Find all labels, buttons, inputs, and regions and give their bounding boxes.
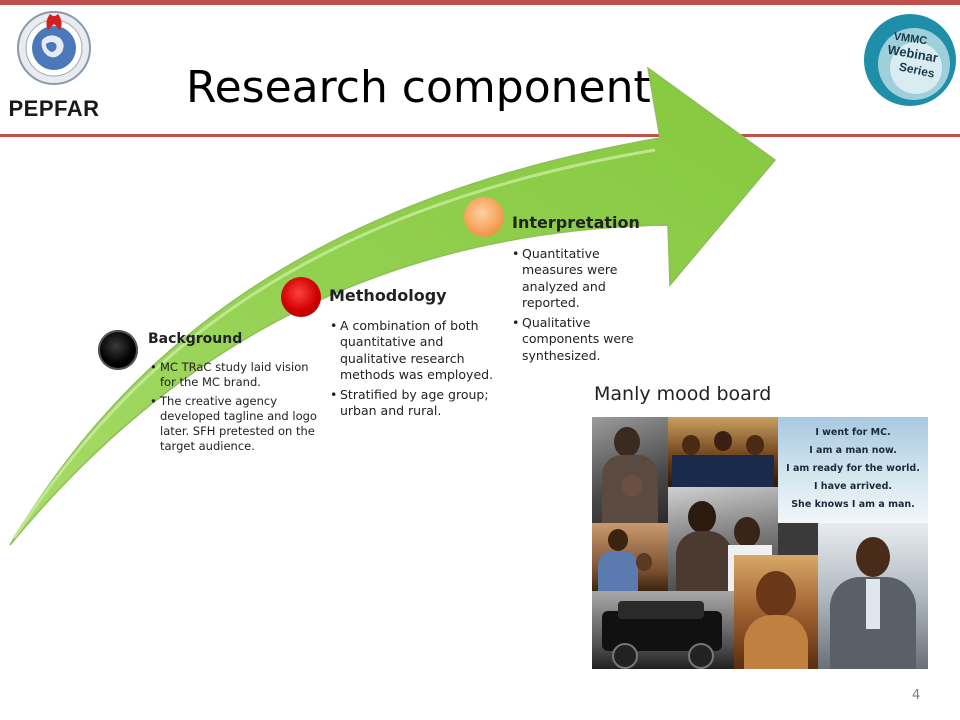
mood-line-2: I am a man now.	[809, 445, 897, 456]
pepfar-emblem-icon	[17, 11, 91, 85]
mood-line-5: She knows I am a man.	[791, 499, 915, 510]
vmmc-webinar-series-logo: VMMC Webinar Series	[864, 14, 956, 106]
interpretation-bullets: Quantitative measures were analyzed and …	[512, 246, 652, 368]
mood-photo-suv	[592, 591, 734, 669]
title-underline-rule	[0, 134, 960, 137]
interpretation-step-marker	[464, 197, 504, 237]
slide-title: Research component	[186, 62, 651, 113]
mood-photo-businessman	[818, 523, 928, 669]
mood-board-lines: I went for MC. I am a man now. I am read…	[778, 427, 928, 517]
vmmc-logo-line-1: VMMC	[893, 31, 928, 48]
mood-board-collage: I went for MC. I am a man now. I am read…	[592, 417, 928, 669]
interpretation-heading: Interpretation	[512, 213, 640, 232]
slide-number: 4	[912, 688, 921, 703]
top-accent-rule	[0, 0, 960, 5]
mood-line-4: I have arrived.	[813, 481, 893, 492]
mood-board-text-panel: I went for MC. I am a man now. I am read…	[778, 417, 928, 523]
interpretation-bullet-1: Quantitative measures were analyzed and …	[512, 246, 652, 311]
mood-line-3: I am ready for the world.	[786, 463, 920, 474]
pepfar-logo: PEPFAR	[6, 10, 102, 121]
methodology-bullet-2: Stratified by age group; urban and rural…	[330, 387, 500, 420]
interpretation-bullet-2: Qualitative components were synthesized.	[512, 315, 652, 364]
background-step-marker	[98, 330, 138, 370]
pepfar-logo-text: PEPFAR	[8, 96, 100, 121]
mood-line-1: I went for MC.	[815, 427, 891, 438]
methodology-bullet-1: A combination of both quantitative and q…	[330, 318, 500, 383]
mood-board-title: Manly mood board	[594, 383, 772, 405]
methodology-step-marker	[281, 277, 321, 317]
background-bullet-1: MC TRaC study laid vision for the MC bra…	[150, 360, 318, 390]
methodology-heading: Methodology	[329, 286, 447, 305]
methodology-bullets: A combination of both quantitative and q…	[330, 318, 500, 424]
background-bullets: MC TRaC study laid vision for the MC bra…	[150, 360, 318, 458]
mood-photo-father-child	[592, 417, 668, 523]
background-bullet-2: The creative agency developed tagline an…	[150, 394, 318, 454]
mood-photo-woman	[734, 555, 818, 669]
mood-photo-family	[592, 523, 668, 591]
background-heading: Background	[148, 331, 243, 347]
mood-photo-graduates	[668, 417, 778, 487]
